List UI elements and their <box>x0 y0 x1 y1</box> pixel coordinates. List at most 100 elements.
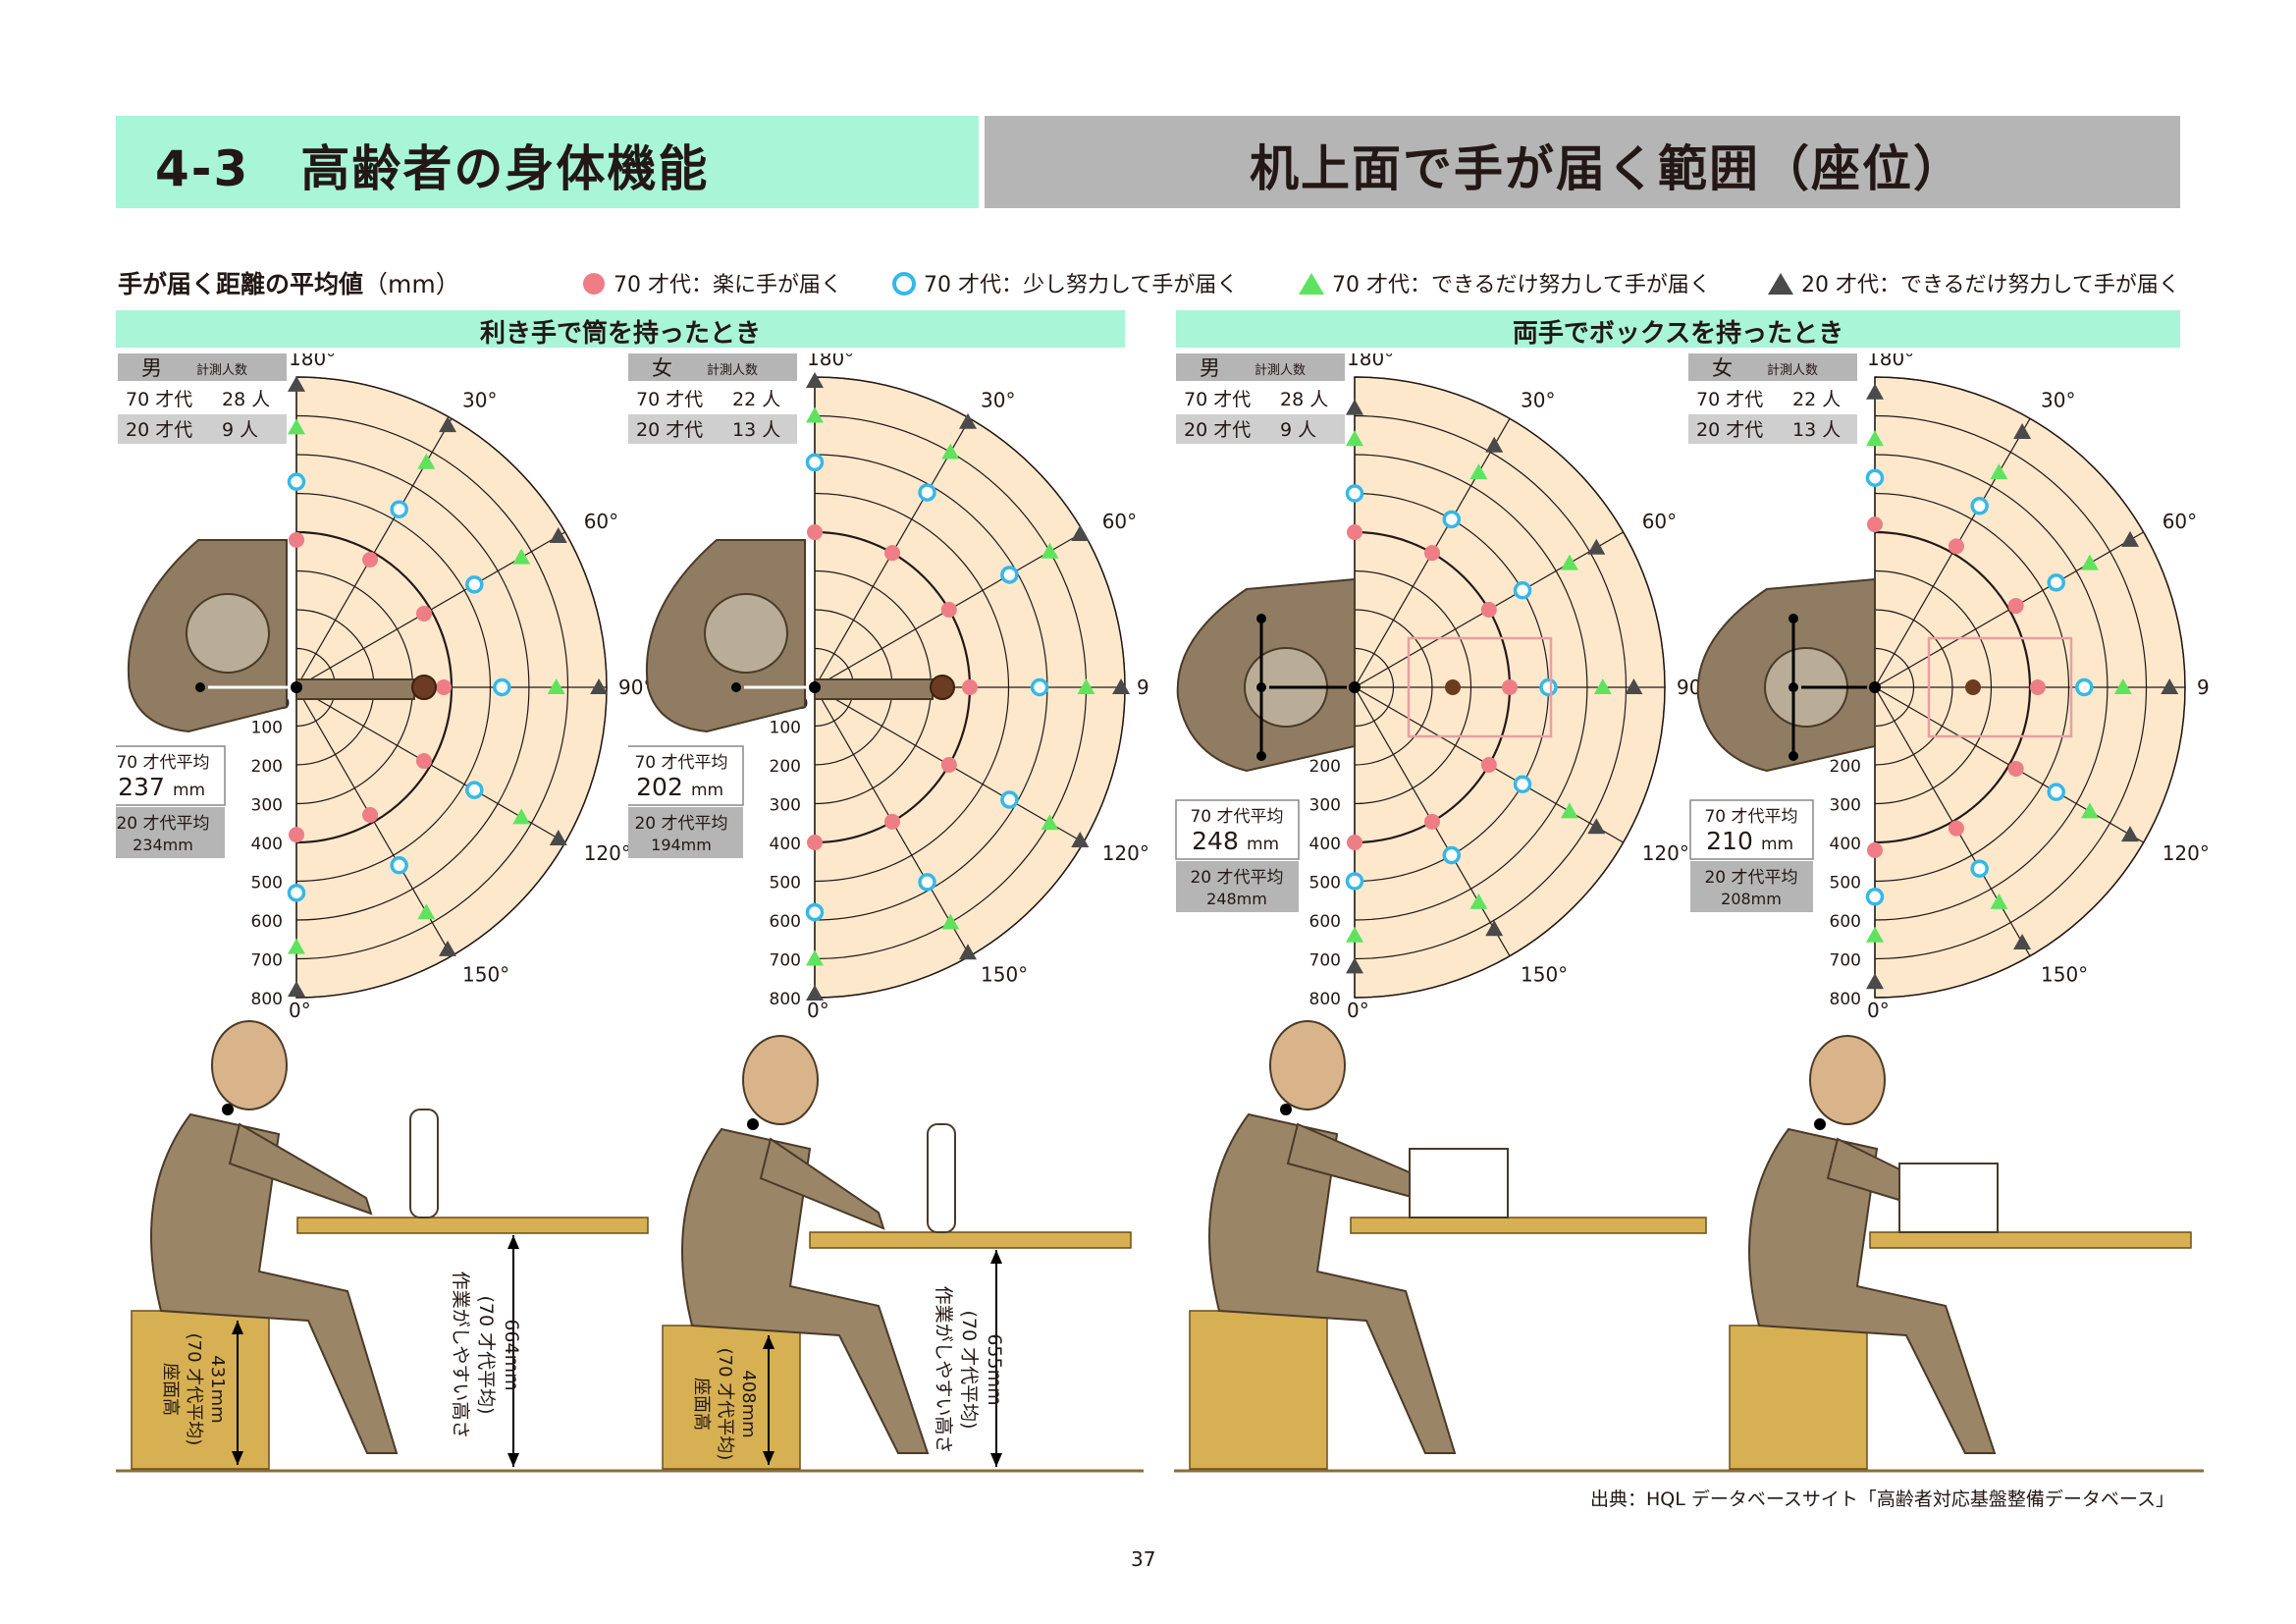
reach-point-effort70 <box>1345 872 1364 891</box>
reach-point-effort70 <box>1865 888 1885 906</box>
reach-point-max70 <box>1469 893 1488 909</box>
age-70-count: 22 人 <box>1792 389 1841 410</box>
reach-point-easy70 <box>1480 602 1497 618</box>
age-70-label: 70 才代 <box>1184 389 1251 410</box>
radial-tick-label: 800 <box>251 990 283 1009</box>
radial-tick-label: 300 <box>1830 796 1861 816</box>
cylinder-side-view <box>927 1123 956 1233</box>
reach-point-max20 <box>1625 678 1643 694</box>
age-20-count: 13 人 <box>1792 419 1841 441</box>
radial-tick-label: 700 <box>1830 951 1861 971</box>
count-header: 計測人数 <box>1255 362 1306 378</box>
radial-tick-label: 800 <box>1309 990 1341 1009</box>
angle-label-180: 180° <box>289 353 336 370</box>
gender-label: 男 <box>1200 356 1220 380</box>
reach-point-max20 <box>1866 973 1884 990</box>
reach-point-max70 <box>1990 463 2008 480</box>
origin-point <box>1349 681 1361 693</box>
avg20-value: 248mm <box>1206 890 1267 908</box>
angle-label-60: 60° <box>2163 510 2197 533</box>
table-height-value: 664mm <box>501 1319 522 1390</box>
avg20-label: 20 才代平均 <box>1704 868 1797 888</box>
reach-point-effort70 <box>1970 859 1989 878</box>
reach-point-max20 <box>1485 436 1504 453</box>
angle-label-0: 0° <box>289 999 311 1022</box>
shoulder-marker <box>747 1118 759 1130</box>
angle-label-60: 60° <box>1642 510 1677 533</box>
table-top <box>296 1217 649 1234</box>
reach-point-max70 <box>512 808 531 825</box>
radial-tick-label: 200 <box>1309 757 1341 777</box>
reach-point-max70 <box>288 938 305 954</box>
reach-point-easy70 <box>289 827 304 843</box>
age-70-label: 70 才代 <box>636 389 703 410</box>
avg70-label: 70 才代平均 <box>116 753 209 773</box>
reach-point-easy70 <box>1480 757 1497 773</box>
reach-point-effort70 <box>1539 677 1558 697</box>
reach-point-easy70 <box>1347 524 1362 540</box>
age-70-count: 22 人 <box>732 389 780 410</box>
count-table-row20 <box>628 414 797 444</box>
reach-point-max70 <box>512 548 531 565</box>
angle-label-180: 180° <box>1347 353 1394 370</box>
radial-tick-label: 600 <box>251 912 283 932</box>
avg70-unit: mm <box>691 781 723 800</box>
angle-label-30: 30° <box>2041 388 2075 411</box>
avg70-value: 202 <box>636 773 683 801</box>
reach-point-max20 <box>1587 538 1606 555</box>
box-side-view <box>1898 1163 1999 1233</box>
radial-tick-label: 300 <box>251 796 283 816</box>
reach-point-max20 <box>2120 826 2139 842</box>
legend-unit: （mm） <box>363 270 460 298</box>
reach-point-max20 <box>439 940 457 956</box>
seat-arrow-top <box>232 1321 243 1334</box>
origin-point <box>809 681 821 693</box>
reach-point-max20 <box>549 830 567 846</box>
stool <box>131 1310 270 1470</box>
reach-point-easy70 <box>362 552 379 568</box>
angle-label-0: 0° <box>1867 999 1890 1022</box>
box-side-view <box>1409 1148 1509 1218</box>
legend-label: 20 才代：できるだけ努力して手が届く <box>1801 273 2180 298</box>
reach-point-max70 <box>941 443 960 460</box>
seated-person-arm <box>228 1122 373 1216</box>
radial-tick-label: 600 <box>1830 912 1861 932</box>
angle-label-150: 150° <box>2041 963 2088 987</box>
reach-point-easy70 <box>415 753 432 770</box>
section-title: 4-3 高齢者の身体機能 <box>155 140 710 197</box>
source-citation: 出典：HQL データベースサイト「高齢者対応基盤整備データベース」 <box>1590 1489 2174 1510</box>
avg70-label: 70 才代平均 <box>1190 807 1283 827</box>
angle-label-150: 150° <box>462 963 509 987</box>
radial-tick-label: 400 <box>1309 835 1341 854</box>
radial-tick-label: 200 <box>1830 757 1861 777</box>
angle-label-90: 90° <box>2197 676 2209 699</box>
shoulder-marker <box>1280 1104 1292 1115</box>
reach-point-easy70 <box>362 806 379 823</box>
radial-tick-label: 200 <box>770 757 801 777</box>
radial-tick-label: 100 <box>770 719 801 738</box>
reach-point-max20 <box>1112 678 1131 694</box>
age-20-count: 9 人 <box>1280 419 1316 441</box>
reach-point-max20 <box>959 412 978 429</box>
seat-arrow-bottom <box>232 1451 243 1465</box>
reach-point-effort70 <box>465 781 484 799</box>
box-center-mark <box>1965 679 1981 695</box>
radial-tick-label: 300 <box>1309 796 1341 816</box>
avg70-label: 70 才代平均 <box>634 753 727 773</box>
avg70-box <box>1689 799 1814 860</box>
radial-tick-label: 700 <box>251 951 283 971</box>
reach-point-max20 <box>806 371 824 388</box>
reach-point-effort70 <box>287 472 306 491</box>
reach-point-max70 <box>1041 542 1059 559</box>
seated-person-head <box>742 1035 819 1125</box>
reach-point-max20 <box>1587 818 1606 835</box>
radial-tick-label: 400 <box>1830 835 1861 854</box>
avg70-label: 70 才代平均 <box>1704 807 1797 827</box>
reach-point-easy70 <box>415 605 432 622</box>
reach-point-max20 <box>1866 383 1884 400</box>
avg70-unit: mm <box>1247 835 1279 854</box>
avg70-box <box>101 745 226 806</box>
